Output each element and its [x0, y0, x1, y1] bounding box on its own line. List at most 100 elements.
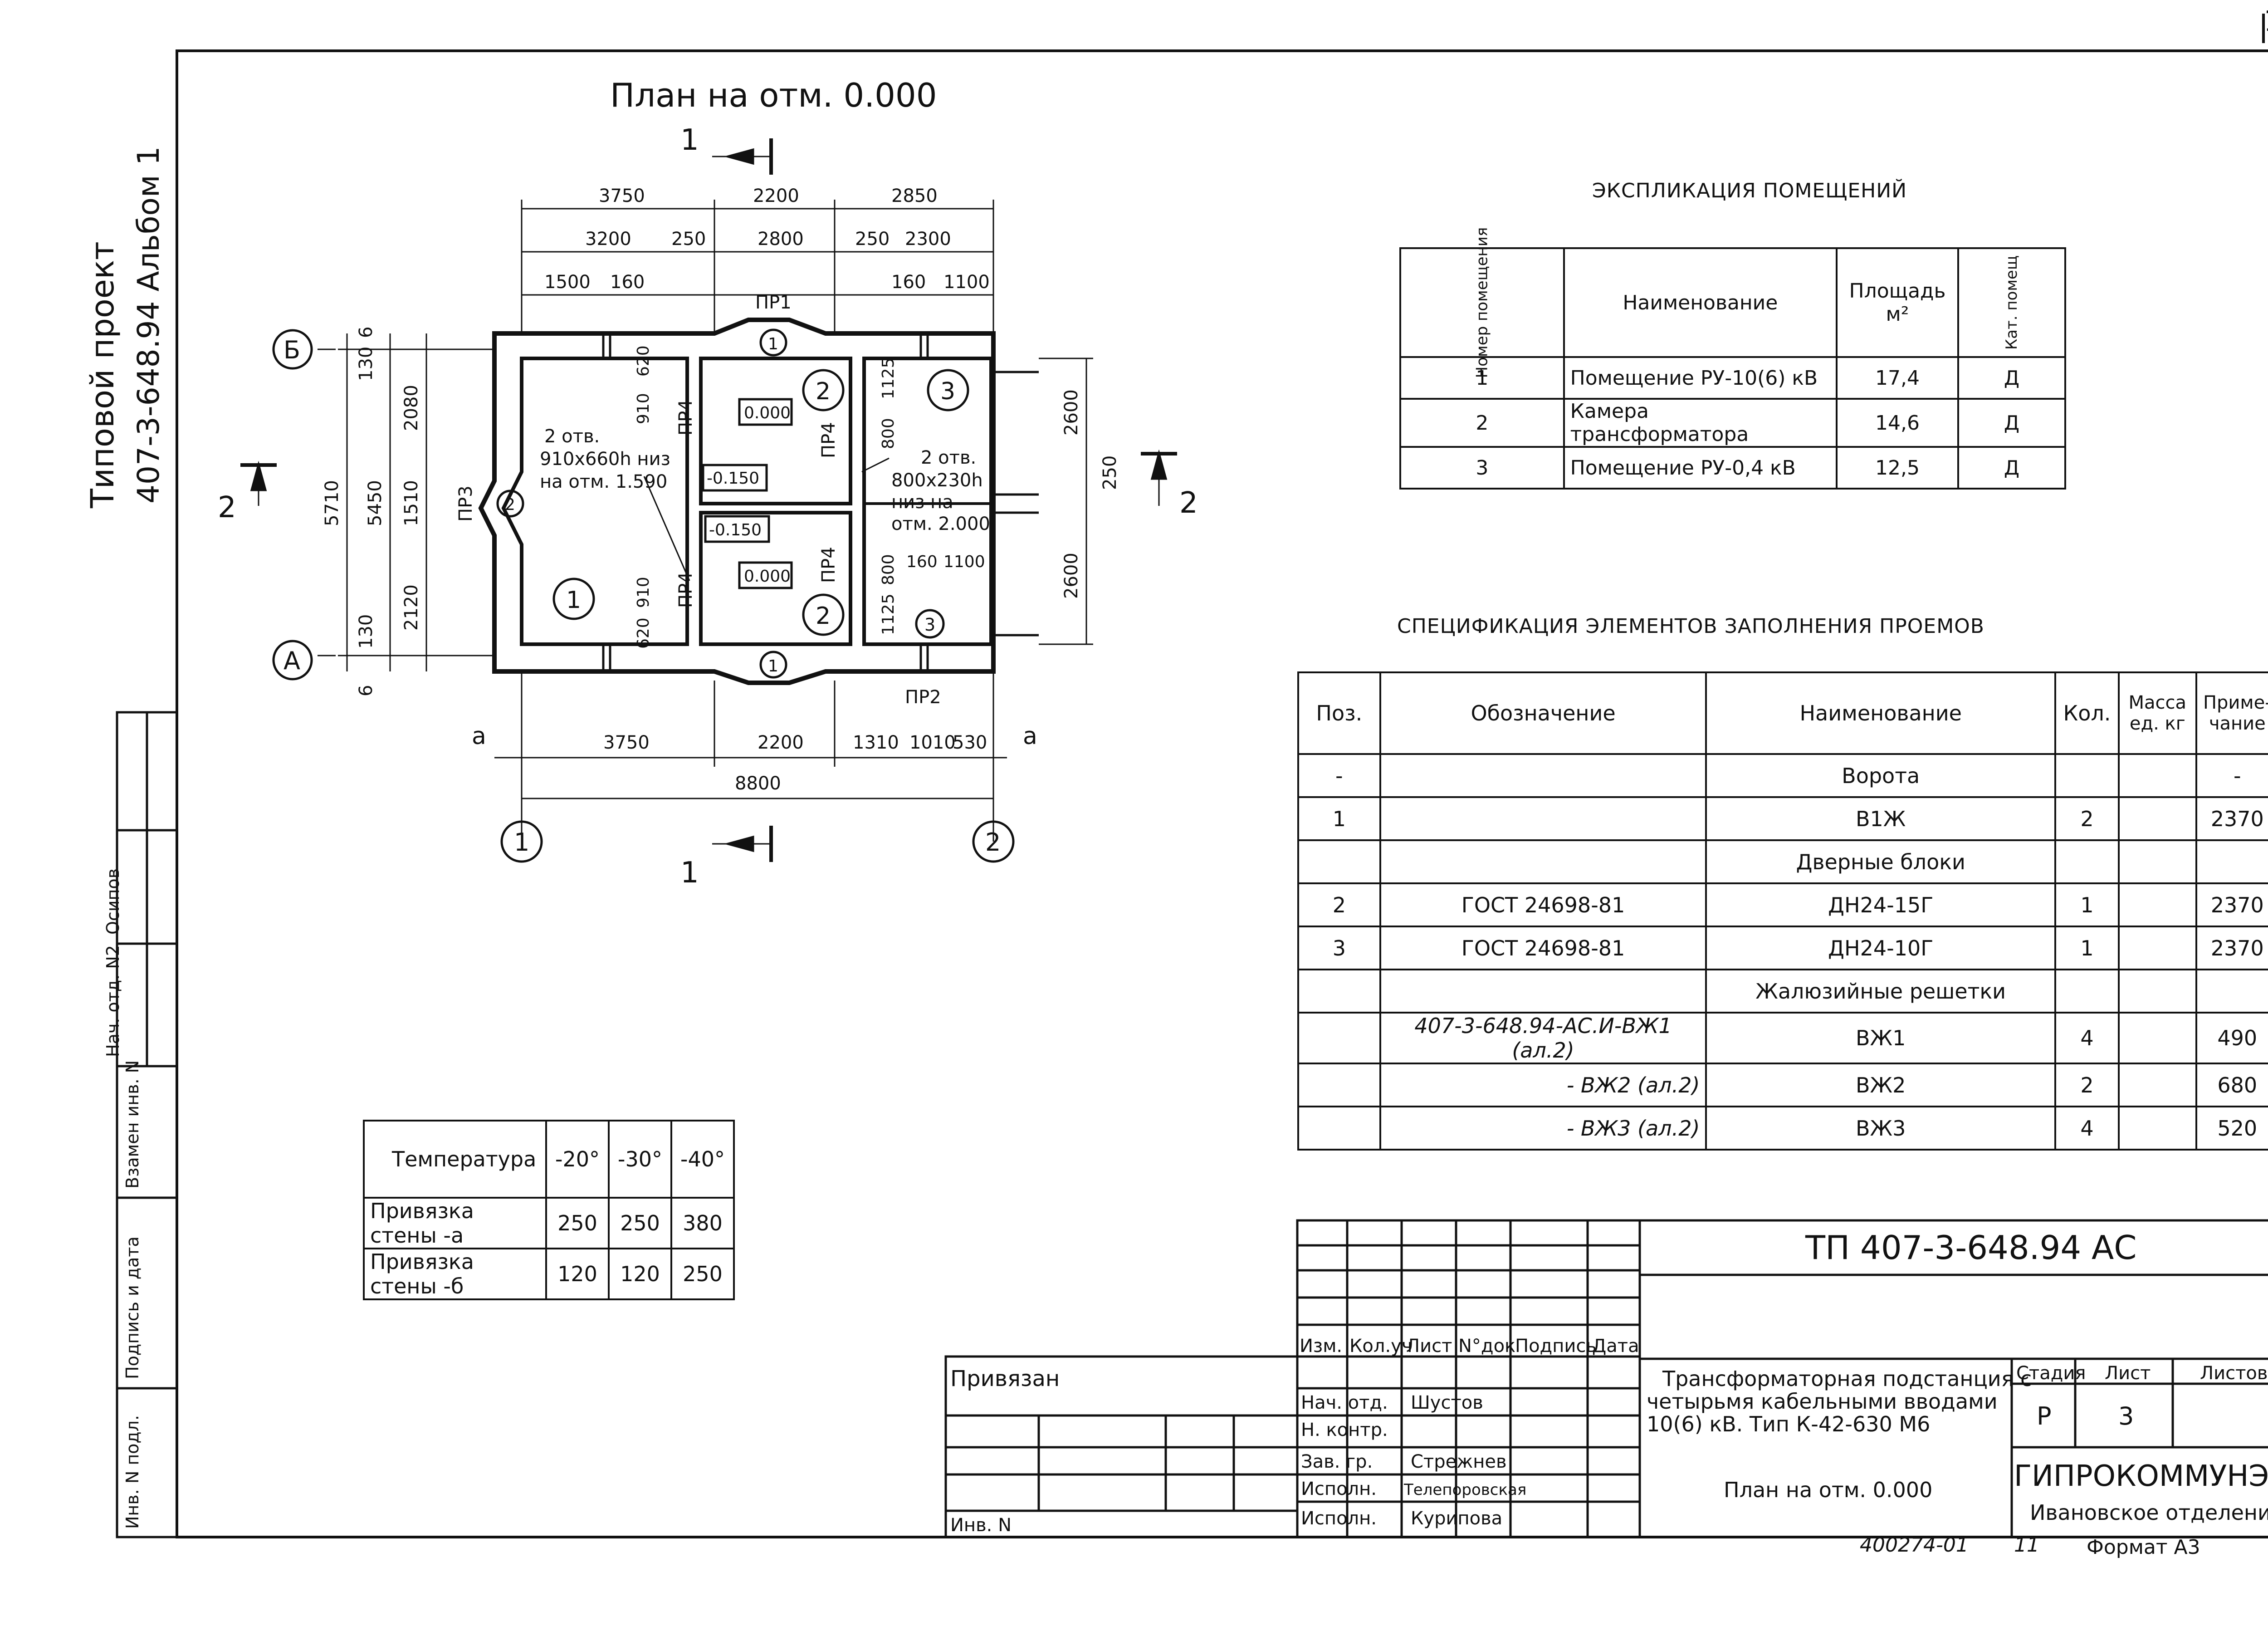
temperature-headers-1-text: -20°	[545, 1120, 610, 1199]
plan-door-marks-0-text: 1	[768, 335, 778, 353]
side-strip	[116, 711, 178, 1538]
spec-rows-1-3-text: 2	[2054, 796, 2120, 841]
spec-rows-0-4-text	[2118, 753, 2197, 798]
temperature-rows-1-3-text: 250	[670, 1248, 735, 1300]
side-strip-labels-0-text: Инв. N подл.	[122, 1415, 142, 1529]
spec-rows-5-4-text	[2118, 969, 2197, 1014]
spec-title: СПЕЦИФИКАЦИЯ ЭЛЕМЕНТОВ ЗАПОЛНЕНИЯ ПРОЕМО…	[1397, 615, 1984, 638]
plan-labels: План на отм. 0.000 1 1 2 2 Б А 1 2 а а 3…	[218, 76, 1198, 890]
spec-rows-4-2-text: ДН24-10Г	[1705, 926, 2056, 970]
plan-note2-1-text: 800x230h	[891, 470, 983, 491]
spec-rows-8-4-text	[2118, 1106, 2197, 1151]
plan-bottom-dims-row1-2-text: 1310	[853, 732, 899, 753]
temperature-rows-1-0-text: Привязка стены -б	[363, 1248, 547, 1300]
spec-headers-3-text: Кол.	[2054, 671, 2120, 755]
spec-rows-1-5-text: 2370	[2195, 796, 2268, 841]
plan-inner-dims-4-text: 1125	[879, 358, 898, 399]
plan-left-dims-inner-0-text: 130	[356, 347, 376, 381]
explication-rows-1-2-text: 14,6	[1835, 398, 1959, 448]
plan-bottom-total-text: 8800	[735, 773, 781, 794]
spec-rows-8-5-text: 520	[2195, 1106, 2268, 1151]
spec-rows-7-3-text: 2	[2054, 1063, 2120, 1107]
spec-rows-7-5-text: 680	[2195, 1063, 2268, 1107]
plan-right-dims-2-text: 2600	[1061, 553, 1082, 599]
spec-rows-8-2-text: ВЖ3	[1705, 1106, 2056, 1151]
table-row: Номер помещения Наименование Площадь м² …	[1399, 227, 2067, 378]
spec-rows-7-0-text	[1297, 1063, 1381, 1107]
plan-right-dims-0-text: 2600	[1061, 389, 1082, 436]
plan-note2-2-text: низ на	[891, 492, 953, 513]
spec-rows-0-5-text: -	[2195, 753, 2268, 798]
plan-axes-1-text: А	[284, 646, 300, 675]
explication-title: ЭКСПЛИКАЦИЯ ПОМЕЩЕНИЙ	[1592, 179, 1907, 202]
spec-rows-5-5-text	[2195, 969, 2268, 1014]
plan-openings-2-text: ПР3	[455, 485, 476, 522]
explication-rows-2-1-text: Помещение РУ-0,4 кВ	[1563, 446, 1838, 490]
plan-inner-dims-3-text: 910	[634, 577, 653, 608]
temperature-rows-0-2-text: 250	[608, 1197, 672, 1249]
side-dept-label-text: Нач. отд. N2	[103, 945, 123, 1057]
spec-rows-4-1-text: ГОСТ 24698-81	[1379, 926, 1707, 970]
plan-left-dims-inner-3-text: 2120	[401, 584, 422, 631]
plan-room-numbers-2-text: 2	[816, 602, 831, 630]
plan-note1-1-text: 910x660h низ	[540, 449, 670, 470]
explication-headers-0-text: Номер помещения	[1473, 227, 1491, 378]
plan-top-dims-row1-1-text: 2200	[753, 186, 799, 206]
plan-top-dims-row2-0-text: 3200	[585, 229, 631, 250]
plan-inner-dims-8-text: 160	[906, 553, 938, 571]
spec-headers-0-text: Поз.	[1297, 671, 1381, 755]
plan-left-dims-inner-1-text: 2080	[401, 385, 422, 431]
explication-headers-1-text: Наименование	[1563, 247, 1838, 358]
explication-rows-2-0-text: 3	[1399, 446, 1565, 490]
plan-title: План на отм. 0.000	[610, 76, 937, 114]
plan-elevations-0-text: 0.000	[744, 404, 791, 422]
plan-room-numbers-0-text: 1	[566, 587, 581, 614]
plan-elevations-2-text: -0.150	[709, 521, 762, 539]
spec-rows-1-2-text: В1Ж	[1705, 796, 2056, 841]
explication-rows-1-3-text: Д	[1957, 398, 2067, 448]
spec-rows-4-4-text	[2118, 926, 2197, 970]
plan-axes-3-text: 2	[985, 828, 1001, 857]
plan-openings-4-text: ПР4	[818, 422, 839, 458]
plan-bottom-dims-row1-1-text: 2200	[758, 732, 804, 753]
spec-rows-0-2-text: Ворота	[1705, 753, 2056, 798]
spec-rows-3-3-text: 1	[2054, 882, 2120, 927]
temperature-table: Температура -20° -30° -40° Привязка стен…	[363, 1120, 735, 1300]
spec-rows-8-1-text: - ВЖ3 (ал.2)	[1379, 1106, 1707, 1151]
archive-number: 400274-01	[1860, 1533, 1969, 1557]
spec-rows-4-0-text: 3	[1297, 926, 1381, 970]
explication-rows-1-0-text: 2	[1399, 398, 1565, 448]
plan-openings-3-text: ПР4	[675, 399, 696, 436]
plan-section-marks-0-text: 1	[680, 123, 699, 157]
plan-room-numbers-3-text: 3	[940, 378, 955, 405]
spec-headers-4-text: Масса ед. кг	[2118, 671, 2197, 755]
spec-headers-1-text: Обозначение	[1379, 671, 1707, 755]
plan-inner-dims-0-text: 910	[634, 393, 653, 424]
side-strip-labels-1-text: Подпись и дата	[122, 1236, 142, 1379]
plan-room-numbers-4-text: 3	[924, 615, 935, 635]
temperature-headers-3-text: -40°	[670, 1120, 735, 1199]
spec-rows-4-5-text: 2370	[2195, 926, 2268, 970]
spec-rows-0-1-text	[1379, 753, 1707, 798]
plan-top-dims-row2-2-text: 2800	[758, 229, 804, 250]
spec-rows-6-4-text	[2118, 1012, 2197, 1064]
explication-rows-0-3-text: Д	[1957, 356, 2067, 400]
spec-rows-7-4-text	[2118, 1063, 2197, 1107]
spec-rows-3-4-text	[2118, 882, 2197, 927]
plan-top-dims-row3-0-text: 1500	[544, 272, 591, 293]
plan-left-small-0-text: 6	[356, 327, 376, 338]
spec-rows-5-2-text: Жалюзийные решетки	[1705, 969, 2056, 1014]
plan-left-dims-mid-text: 5450	[365, 480, 386, 526]
project-code: 407-3-648.94 Альбом 1	[131, 146, 166, 504]
plan-inner-dims-5-text: 800	[879, 418, 898, 449]
plan-bottom-dims-row1-0-text: 3750	[603, 732, 650, 753]
spec-rows-1-1-text	[1379, 796, 1707, 841]
plan-elevations-3-text: 0.000	[744, 567, 791, 586]
table-row: -Ворота-	[1297, 753, 2268, 798]
temperature-rows-1-2-text: 120	[608, 1248, 672, 1300]
